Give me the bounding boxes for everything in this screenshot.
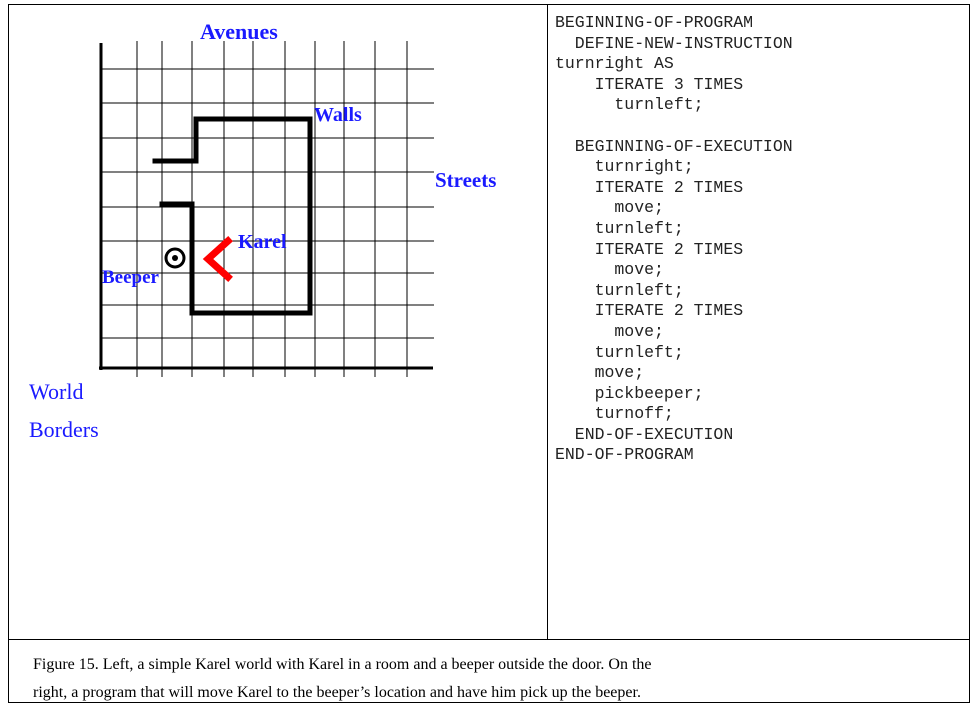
column-divider [547, 5, 548, 639]
karel-label: Karel [238, 231, 287, 253]
karel-world-diagram [99, 41, 434, 377]
figure-frame: Avenues Walls Streets Karel Beeper World… [8, 4, 970, 703]
walls [152, 116, 313, 316]
code-line: turnleft; [555, 280, 684, 300]
code-line: move; [555, 260, 664, 280]
code-line: move; [555, 321, 664, 341]
code-line: ITERATE 2 TIMES [555, 177, 744, 197]
caption-line-1: Figure 15. Left, a simple Karel world wi… [33, 656, 652, 673]
code-line: turnleft; [555, 218, 684, 238]
beeper-icon [164, 247, 186, 269]
code-line: pickbeeper; [555, 383, 704, 403]
code-line [555, 116, 793, 137]
code-line: turnleft; [555, 342, 684, 362]
walls-label: Walls [314, 104, 362, 126]
code-line: ITERATE 2 TIMES [555, 239, 744, 259]
code-line: DEFINE-NEW-INSTRUCTION [555, 33, 793, 53]
code-line: ITERATE 3 TIMES [555, 74, 744, 94]
code-line: BEGINNING-OF-EXECUTION [555, 136, 793, 156]
karel-robot-arrow-icon [202, 236, 233, 282]
beeper-label: Beeper [102, 267, 159, 288]
code-line: turnright; [555, 157, 694, 177]
figure-caption: Figure 15. Left, a simple Karel world wi… [33, 651, 953, 707]
caption-divider [9, 639, 969, 640]
grid-lines [100, 41, 434, 377]
caption-line-2: right, a program that will move Karel to… [33, 684, 641, 701]
karel-program-code: BEGINNING-OF-PROGRAM DEFINE-NEW-INSTRUCT… [555, 13, 793, 466]
code-line: turnleft; [555, 95, 704, 115]
world-border [99, 43, 433, 370]
code-line: move; [555, 198, 664, 218]
code-line: ITERATE 2 TIMES [555, 301, 744, 321]
code-line: turnoff; [555, 404, 674, 424]
code-line: BEGINNING-OF-PROGRAM [555, 13, 754, 32]
code-line: move; [555, 363, 645, 383]
world-borders-label-line2: Borders [29, 417, 99, 442]
code-line: END-OF-EXECUTION [555, 424, 734, 444]
streets-label: Streets [435, 168, 497, 192]
code-line: END-OF-PROGRAM [555, 445, 694, 465]
avenues-label: Avenues [200, 19, 278, 44]
code-line: turnright AS [555, 54, 674, 74]
karel-world-panel: Avenues Walls Streets Karel Beeper World… [9, 5, 547, 639]
world-borders-label-line1: World [29, 379, 84, 404]
